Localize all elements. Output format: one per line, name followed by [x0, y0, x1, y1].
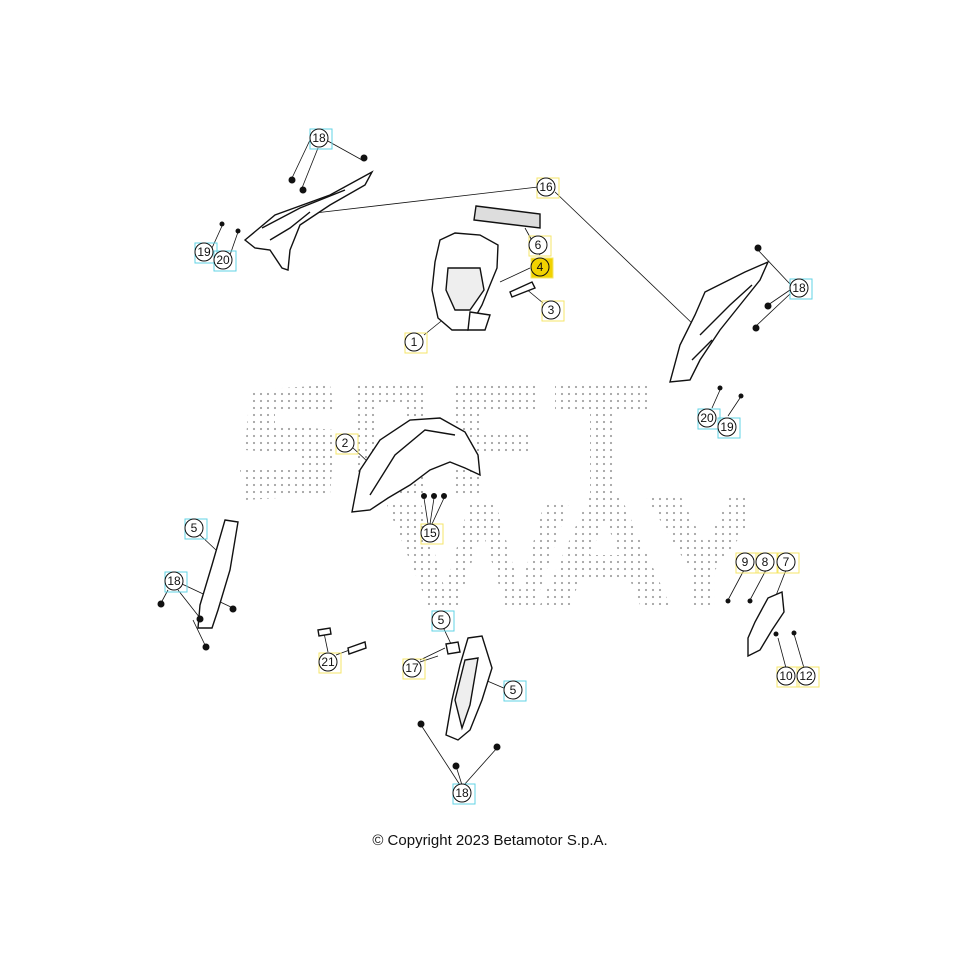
callout-label: 19 — [720, 420, 734, 434]
callout-6[interactable]: 6 — [528, 235, 552, 257]
softway-watermark-icon — [240, 385, 745, 605]
callout-circle — [776, 552, 796, 572]
callout-circle — [536, 177, 556, 197]
fasteners — [157, 154, 797, 770]
headlight-window — [445, 267, 485, 311]
callout-21[interactable]: 21 — [318, 652, 342, 674]
callout-circle — [530, 257, 550, 277]
left-side-panel-detail — [261, 189, 346, 241]
callout-2[interactable]: 2 — [335, 433, 359, 455]
headlight-mount — [467, 311, 491, 331]
callout-circle — [194, 242, 214, 262]
callout-20[interactable]: 20 — [213, 250, 237, 272]
left-fork-guard — [197, 519, 239, 629]
callout-3[interactable]: 3 — [541, 300, 565, 322]
left-side-panel — [243, 170, 374, 271]
callout-4[interactable]: 4 — [530, 257, 554, 279]
callout-circle — [697, 408, 717, 428]
callout-16[interactable]: 16 — [536, 177, 560, 199]
callout-label: 2 — [342, 436, 349, 450]
callout-7[interactable]: 7 — [776, 552, 800, 574]
callout-19[interactable]: 19 — [717, 417, 741, 439]
callout-label: 15 — [423, 526, 437, 540]
clip-part-17 — [445, 641, 461, 655]
callout-circle — [184, 518, 204, 538]
callout-circle — [431, 610, 451, 630]
callout-circle — [755, 552, 775, 572]
callout-label: 5 — [438, 613, 445, 627]
callout-label: 19 — [197, 245, 211, 259]
callout-19[interactable]: 19 — [194, 242, 218, 264]
callout-label: 16 — [539, 180, 553, 194]
callout-label: 17 — [405, 661, 419, 675]
callout-5[interactable]: 5 — [431, 610, 455, 632]
callout-label: 20 — [216, 253, 230, 267]
callout-circle — [213, 250, 233, 270]
callout-17[interactable]: 17 — [402, 658, 426, 680]
sticker-part-21b — [347, 641, 367, 655]
callout-5[interactable]: 5 — [503, 680, 527, 702]
callout-label: 20 — [700, 411, 714, 425]
callout-circle — [528, 235, 548, 255]
callout-18[interactable]: 18 — [452, 783, 476, 805]
sticker-part-21a — [317, 627, 332, 637]
right-small-cover — [747, 590, 785, 658]
top-plate-part-16 — [473, 205, 541, 229]
callout-circle — [420, 523, 440, 543]
callout-circle — [541, 300, 561, 320]
callout-15[interactable]: 15 — [420, 523, 444, 545]
callout-circle — [776, 666, 796, 686]
callout-label: 18 — [167, 574, 181, 588]
copyright-notice: © Copyright 2023 Betamotor S.p.A. — [372, 832, 608, 849]
front-fender — [351, 417, 481, 513]
callout-label: 9 — [742, 555, 749, 569]
callout-10[interactable]: 10 — [776, 666, 800, 688]
front-fender-ridge — [369, 429, 456, 496]
callout-1[interactable]: 1 — [404, 332, 428, 354]
callout-circle — [789, 278, 809, 298]
callout-circle — [717, 417, 737, 437]
callout-label: 6 — [535, 238, 542, 252]
callout-8[interactable]: 8 — [755, 552, 779, 574]
callout-18[interactable]: 18 — [789, 278, 813, 300]
callout-circle — [318, 652, 338, 672]
callout-18[interactable]: 18 — [309, 128, 333, 150]
callout-circle — [452, 783, 472, 803]
callout-label: 5 — [191, 521, 198, 535]
callout-label: 18 — [455, 786, 469, 800]
callout-9[interactable]: 9 — [735, 552, 759, 574]
callout-label: 4 — [537, 260, 544, 274]
callout-label: 12 — [799, 669, 813, 683]
callout-circle — [796, 666, 816, 686]
callout-circle — [735, 552, 755, 572]
callout-label: 10 — [779, 669, 793, 683]
callout-label: 18 — [792, 281, 806, 295]
right-side-panel-detail — [691, 284, 753, 361]
callout-label: 5 — [510, 683, 517, 697]
callout-circle — [309, 128, 329, 148]
callout-label: 3 — [548, 303, 555, 317]
callout-label: 8 — [762, 555, 769, 569]
callout-20[interactable]: 20 — [697, 408, 721, 430]
callout-circle — [503, 680, 523, 700]
bracket-part-3 — [509, 281, 536, 298]
callout-circle — [164, 571, 184, 591]
callout-circle — [404, 332, 424, 352]
callout-label: 18 — [312, 131, 326, 145]
callout-5[interactable]: 5 — [184, 518, 208, 540]
callout-label: 7 — [783, 555, 790, 569]
callout-circle — [335, 433, 355, 453]
callout-circle — [402, 658, 422, 678]
center-fork-guard-panel — [454, 657, 479, 731]
callout-label: 21 — [321, 655, 335, 669]
callout-12[interactable]: 12 — [796, 666, 820, 688]
callout-label: 1 — [411, 335, 418, 349]
callout-18[interactable]: 18 — [164, 571, 188, 593]
right-side-panel — [669, 260, 770, 383]
